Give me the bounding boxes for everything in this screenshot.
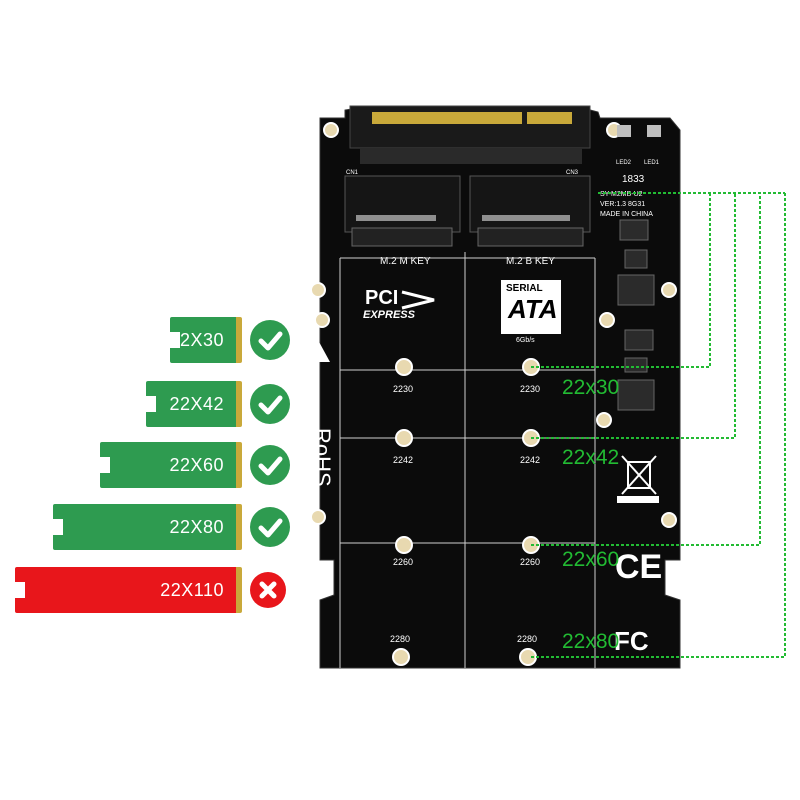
size-label: 22X30 xyxy=(169,330,224,350)
size-bar-2242: 22X42 xyxy=(146,381,242,427)
warning-icon xyxy=(306,340,330,362)
check-icon xyxy=(250,507,290,547)
check-icon xyxy=(250,445,290,485)
mark-left-2230: 2230 xyxy=(393,384,413,394)
mark-left-2260: 2260 xyxy=(393,557,413,567)
svg-text:VER:1.3 8G31: VER:1.3 8G31 xyxy=(600,201,645,208)
components xyxy=(617,219,655,411)
slot-label-b: M.2 B KEY xyxy=(506,256,555,267)
check-icon xyxy=(250,320,290,360)
size-bar-2280: 22X80 xyxy=(53,504,242,550)
rohs-logo: RoHS xyxy=(310,428,335,487)
annotation-2230: 22x30 xyxy=(562,376,620,399)
mark-right-2280: 2280 xyxy=(517,634,537,644)
weee-icon xyxy=(617,455,659,503)
size-label: 22X110 xyxy=(160,580,224,600)
pcie-logo-sub: EXPRESS xyxy=(363,309,416,321)
slot-label-m: M.2 M KEY xyxy=(380,256,431,267)
svg-text:6Gb/s: 6Gb/s xyxy=(516,337,535,344)
annotation-2280: 22x80 xyxy=(562,630,620,653)
sata-logo xyxy=(501,280,561,334)
m2-slot-m xyxy=(344,175,461,233)
check-icon xyxy=(250,384,290,424)
fc-icon: FC xyxy=(614,626,649,656)
svg-text:ATA: ATA xyxy=(507,294,558,324)
connector-pins xyxy=(372,112,572,124)
size-bar-22110: 22X110 xyxy=(15,567,242,613)
size-label: 22X42 xyxy=(169,394,224,414)
size-label: 22X60 xyxy=(169,455,224,475)
mark-right-2230: 2230 xyxy=(520,384,540,394)
mark-right-2242: 2242 xyxy=(520,455,540,465)
svg-text:MADE IN CHINA: MADE IN CHINA xyxy=(600,211,653,218)
mark-right-2260: 2260 xyxy=(520,557,540,567)
annotation-lines xyxy=(531,192,786,658)
svg-text:LED2: LED2 xyxy=(616,160,632,166)
mark-left-2280: 2280 xyxy=(390,634,410,644)
svg-text:SY-M2MB-U2: SY-M2MB-U2 xyxy=(600,191,643,198)
cross-icon xyxy=(250,572,286,608)
annotation-2260: 22x60 xyxy=(562,548,620,571)
size-label: 22X80 xyxy=(169,517,224,537)
cn1-label: CN1 xyxy=(346,170,359,176)
cn3-label: CN3 xyxy=(566,170,579,176)
svg-text:SERIAL: SERIAL xyxy=(506,283,543,294)
svg-text:1833: 1833 xyxy=(622,174,645,185)
pcie-logo: PCI xyxy=(365,287,398,309)
size-bar-2230: 22X30 xyxy=(169,317,242,363)
mark-left-2242: 2242 xyxy=(393,455,413,465)
ce-icon: CE xyxy=(615,548,662,586)
svg-text:LED1: LED1 xyxy=(644,160,660,166)
m2-slot-b xyxy=(469,175,591,233)
size-bar-2260: 22X60 xyxy=(100,442,242,488)
annotation-2242: 22x42 xyxy=(562,446,620,469)
